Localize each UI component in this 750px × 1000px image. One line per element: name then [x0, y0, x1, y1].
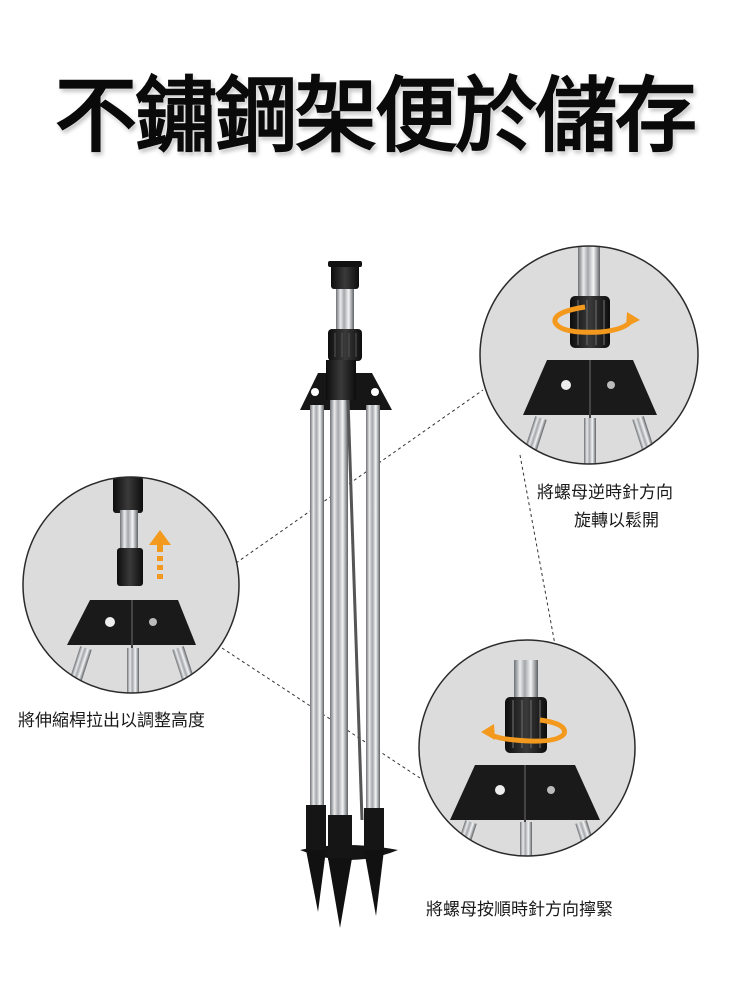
- caption-tighten: 將螺母按順時針方向擰緊: [426, 900, 613, 920]
- zoom-circle-tighten: [419, 640, 635, 856]
- caption-loosen-line1: 將螺母逆時針方向: [537, 483, 673, 503]
- caption-loosen-line2: 旋轉以鬆開: [574, 511, 659, 531]
- caption-extend: 將伸縮桿拉出以調整高度: [18, 711, 205, 731]
- page-title: 不鏽鋼架便於儲存: [54, 69, 697, 164]
- tripod-product: [300, 261, 398, 928]
- dashed-connectors: [221, 389, 559, 779]
- zoom-circle-loosen: [480, 246, 698, 464]
- zoom-circle-extend: [23, 477, 239, 693]
